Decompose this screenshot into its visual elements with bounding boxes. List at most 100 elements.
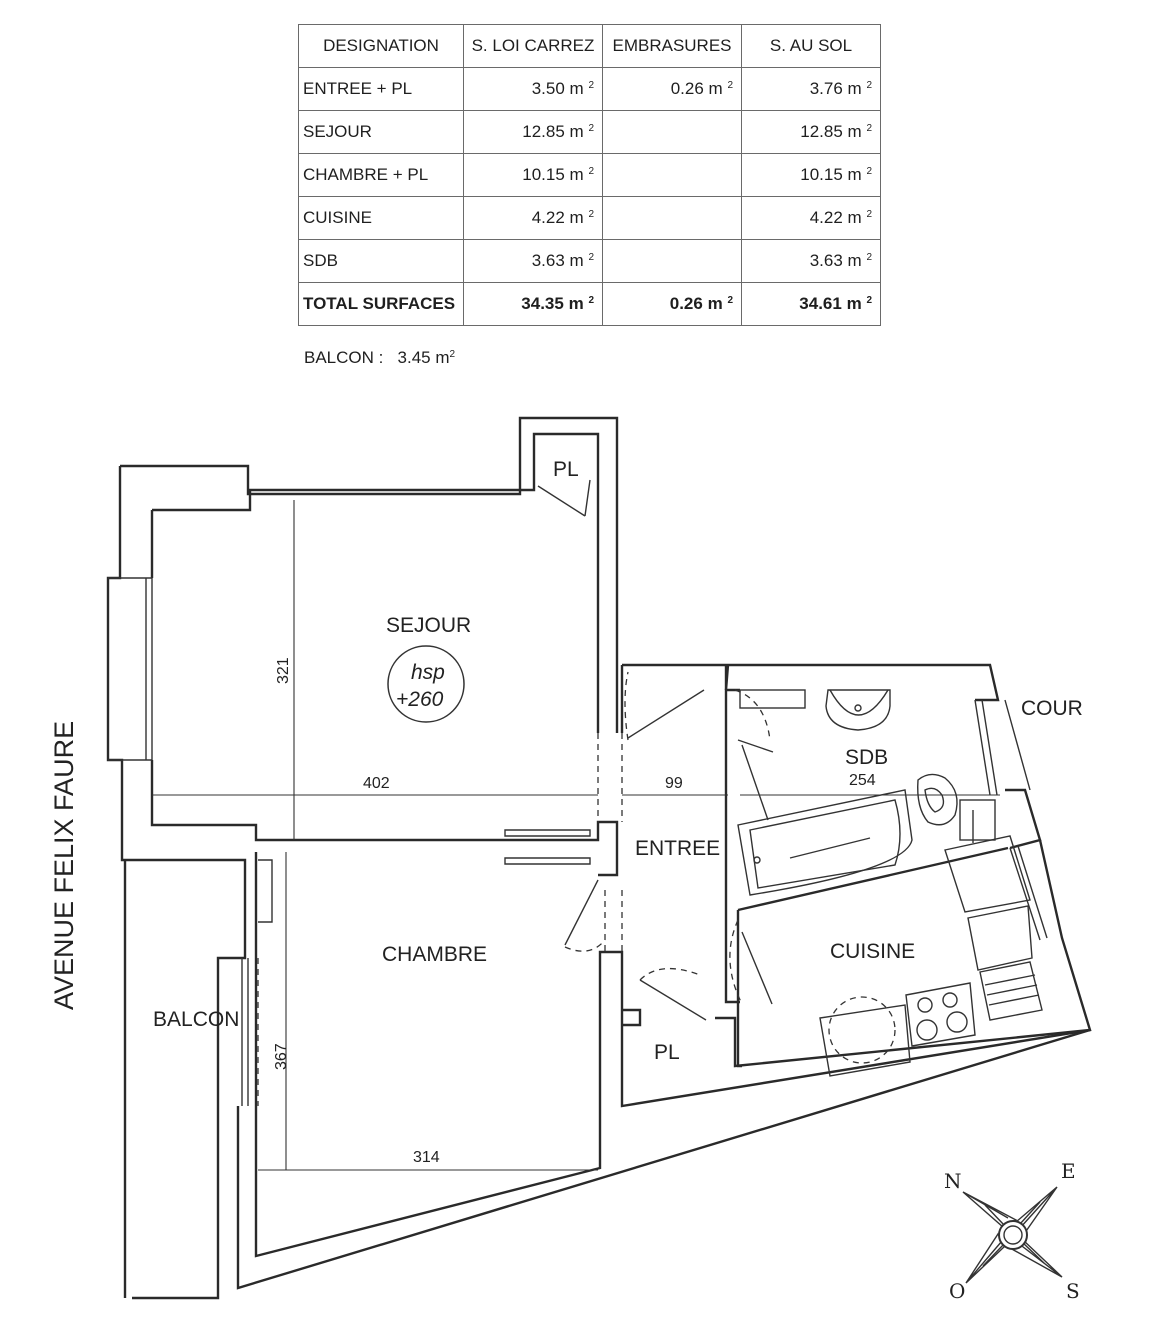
- dim-sejour-width: 402: [363, 775, 390, 792]
- cell-au-sol: 3.76 m 2: [741, 67, 881, 111]
- cell-embrasures: [602, 196, 742, 240]
- cell-unit: m: [847, 122, 862, 141]
- cell-unit-exp: 2: [588, 209, 594, 220]
- cell-unit: m: [846, 294, 862, 313]
- cell-unit: m: [569, 122, 584, 141]
- cell-unit: m: [847, 165, 862, 184]
- cell-embrasures: 0.26 m 2: [602, 282, 742, 326]
- cell-unit-exp: 2: [588, 166, 594, 177]
- cell-value: 3.63: [531, 251, 565, 270]
- windows: [108, 577, 1048, 1106]
- cell-designation: CHAMBRE + PL: [298, 153, 464, 197]
- cell-unit: m: [708, 79, 723, 98]
- cell-value: 4.22: [531, 208, 565, 227]
- room-label-cuisine: CUISINE: [830, 940, 915, 963]
- cell-loi-carrez: 12.85 m 2: [463, 110, 603, 154]
- cell-loi-carrez: 34.35 m 2: [463, 282, 603, 326]
- table-header-row: DESIGNATION S. LOI CARREZ EMBRASURES S. …: [298, 24, 881, 68]
- balcon-note: BALCON : 3.45 m2: [304, 348, 455, 368]
- balcon-note-value: 3.45: [397, 348, 431, 367]
- header-au-sol: S. AU SOL: [741, 24, 881, 68]
- cell-unit-exp: 2: [588, 295, 594, 306]
- cell-embrasures: [602, 153, 742, 197]
- cell-unit-exp: 2: [866, 80, 872, 91]
- room-label-pl-bottom: PL: [654, 1041, 680, 1064]
- cell-value: 3.50: [531, 79, 565, 98]
- cell-designation: ENTREE + PL: [298, 67, 464, 111]
- room-label-sdb: SDB: [845, 746, 888, 769]
- cell-unit: m: [569, 165, 584, 184]
- cell-value: 10.15: [800, 165, 843, 184]
- dimension-lines: [152, 500, 1000, 1171]
- hsp-value: +260: [396, 688, 444, 711]
- cell-embrasures: 0.26 m 2: [602, 67, 742, 111]
- cell-unit: m: [568, 294, 584, 313]
- room-label-cour: COUR: [1021, 697, 1083, 720]
- cell-value: 34.61: [799, 294, 842, 313]
- cell-value: 0.26: [670, 79, 704, 98]
- cell-value: 10.15: [522, 165, 565, 184]
- cell-unit-exp: 2: [727, 80, 733, 91]
- cell-au-sol: 10.15 m 2: [741, 153, 881, 197]
- cell-designation: SDB: [298, 239, 464, 283]
- balcon-note-exp: 2: [449, 349, 456, 360]
- cell-unit-exp: 2: [866, 295, 872, 306]
- cell-value: 0.26: [669, 294, 703, 313]
- cell-embrasures: [602, 239, 742, 283]
- cell-value: 12.85: [800, 122, 843, 141]
- header-embrasures: EMBRASURES: [602, 24, 742, 68]
- cell-unit: m: [847, 251, 862, 270]
- header-loi-carrez: S. LOI CARREZ: [463, 24, 603, 68]
- room-label-chambre: CHAMBRE: [382, 943, 487, 966]
- dim-sdb-width: 254: [849, 772, 876, 789]
- room-label-balcon: BALCON: [153, 1008, 239, 1031]
- door-swings: [537, 479, 974, 1021]
- cell-unit-exp: 2: [588, 80, 594, 91]
- cell-au-sol: 3.63 m 2: [741, 239, 881, 283]
- compass-e: E: [1061, 1159, 1076, 1183]
- cell-au-sol: 12.85 m 2: [741, 110, 881, 154]
- cell-value: 4.22: [809, 208, 843, 227]
- balcon-note-unit: m: [435, 348, 450, 367]
- room-label-entree: ENTREE: [635, 837, 720, 860]
- cell-designation: TOTAL SURFACES: [298, 282, 464, 326]
- surface-table: DESIGNATION S. LOI CARREZ EMBRASURES S. …: [298, 24, 881, 326]
- street-label: AVENUE FELIX FAURE: [49, 721, 79, 1010]
- dim-chambre-height: 367: [273, 1043, 290, 1070]
- cell-unit: m: [847, 208, 862, 227]
- cell-unit: m: [569, 251, 584, 270]
- cell-embrasures: [602, 110, 742, 154]
- cell-unit-exp: 2: [866, 166, 872, 177]
- cell-designation: SEJOUR: [298, 110, 464, 154]
- hsp-label: hsp: [411, 661, 445, 684]
- cell-loi-carrez: 4.22 m 2: [463, 196, 603, 240]
- cell-designation: CUISINE: [298, 196, 464, 240]
- dim-chambre-width: 314: [413, 1149, 440, 1166]
- cell-unit-exp: 2: [866, 252, 872, 263]
- cell-value: 3.63: [809, 251, 843, 270]
- exterior-walls: [106, 416, 1092, 1300]
- balcon-note-label: BALCON :: [304, 348, 384, 367]
- header-designation: DESIGNATION: [298, 24, 464, 68]
- compass-n: N: [944, 1169, 962, 1193]
- cell-unit-exp: 2: [727, 295, 733, 306]
- dim-entree-width: 99: [665, 775, 683, 792]
- cell-unit-exp: 2: [866, 209, 872, 220]
- cell-unit: m: [569, 79, 584, 98]
- compass-s: S: [1066, 1279, 1080, 1303]
- cell-loi-carrez: 10.15 m 2: [463, 153, 603, 197]
- cell-unit: m: [707, 294, 723, 313]
- dim-sejour-height: 321: [275, 657, 292, 684]
- cell-value: 3.76: [809, 79, 843, 98]
- cell-loi-carrez: 3.50 m 2: [463, 67, 603, 111]
- cell-unit: m: [847, 79, 862, 98]
- compass-rose-icon: [962, 1186, 1063, 1284]
- cell-loi-carrez: 3.63 m 2: [463, 239, 603, 283]
- floor-plan: AVENUE FELIX FAURE: [49, 416, 1092, 1303]
- room-label-sejour: SEJOUR: [386, 614, 471, 637]
- cell-unit-exp: 2: [588, 123, 594, 134]
